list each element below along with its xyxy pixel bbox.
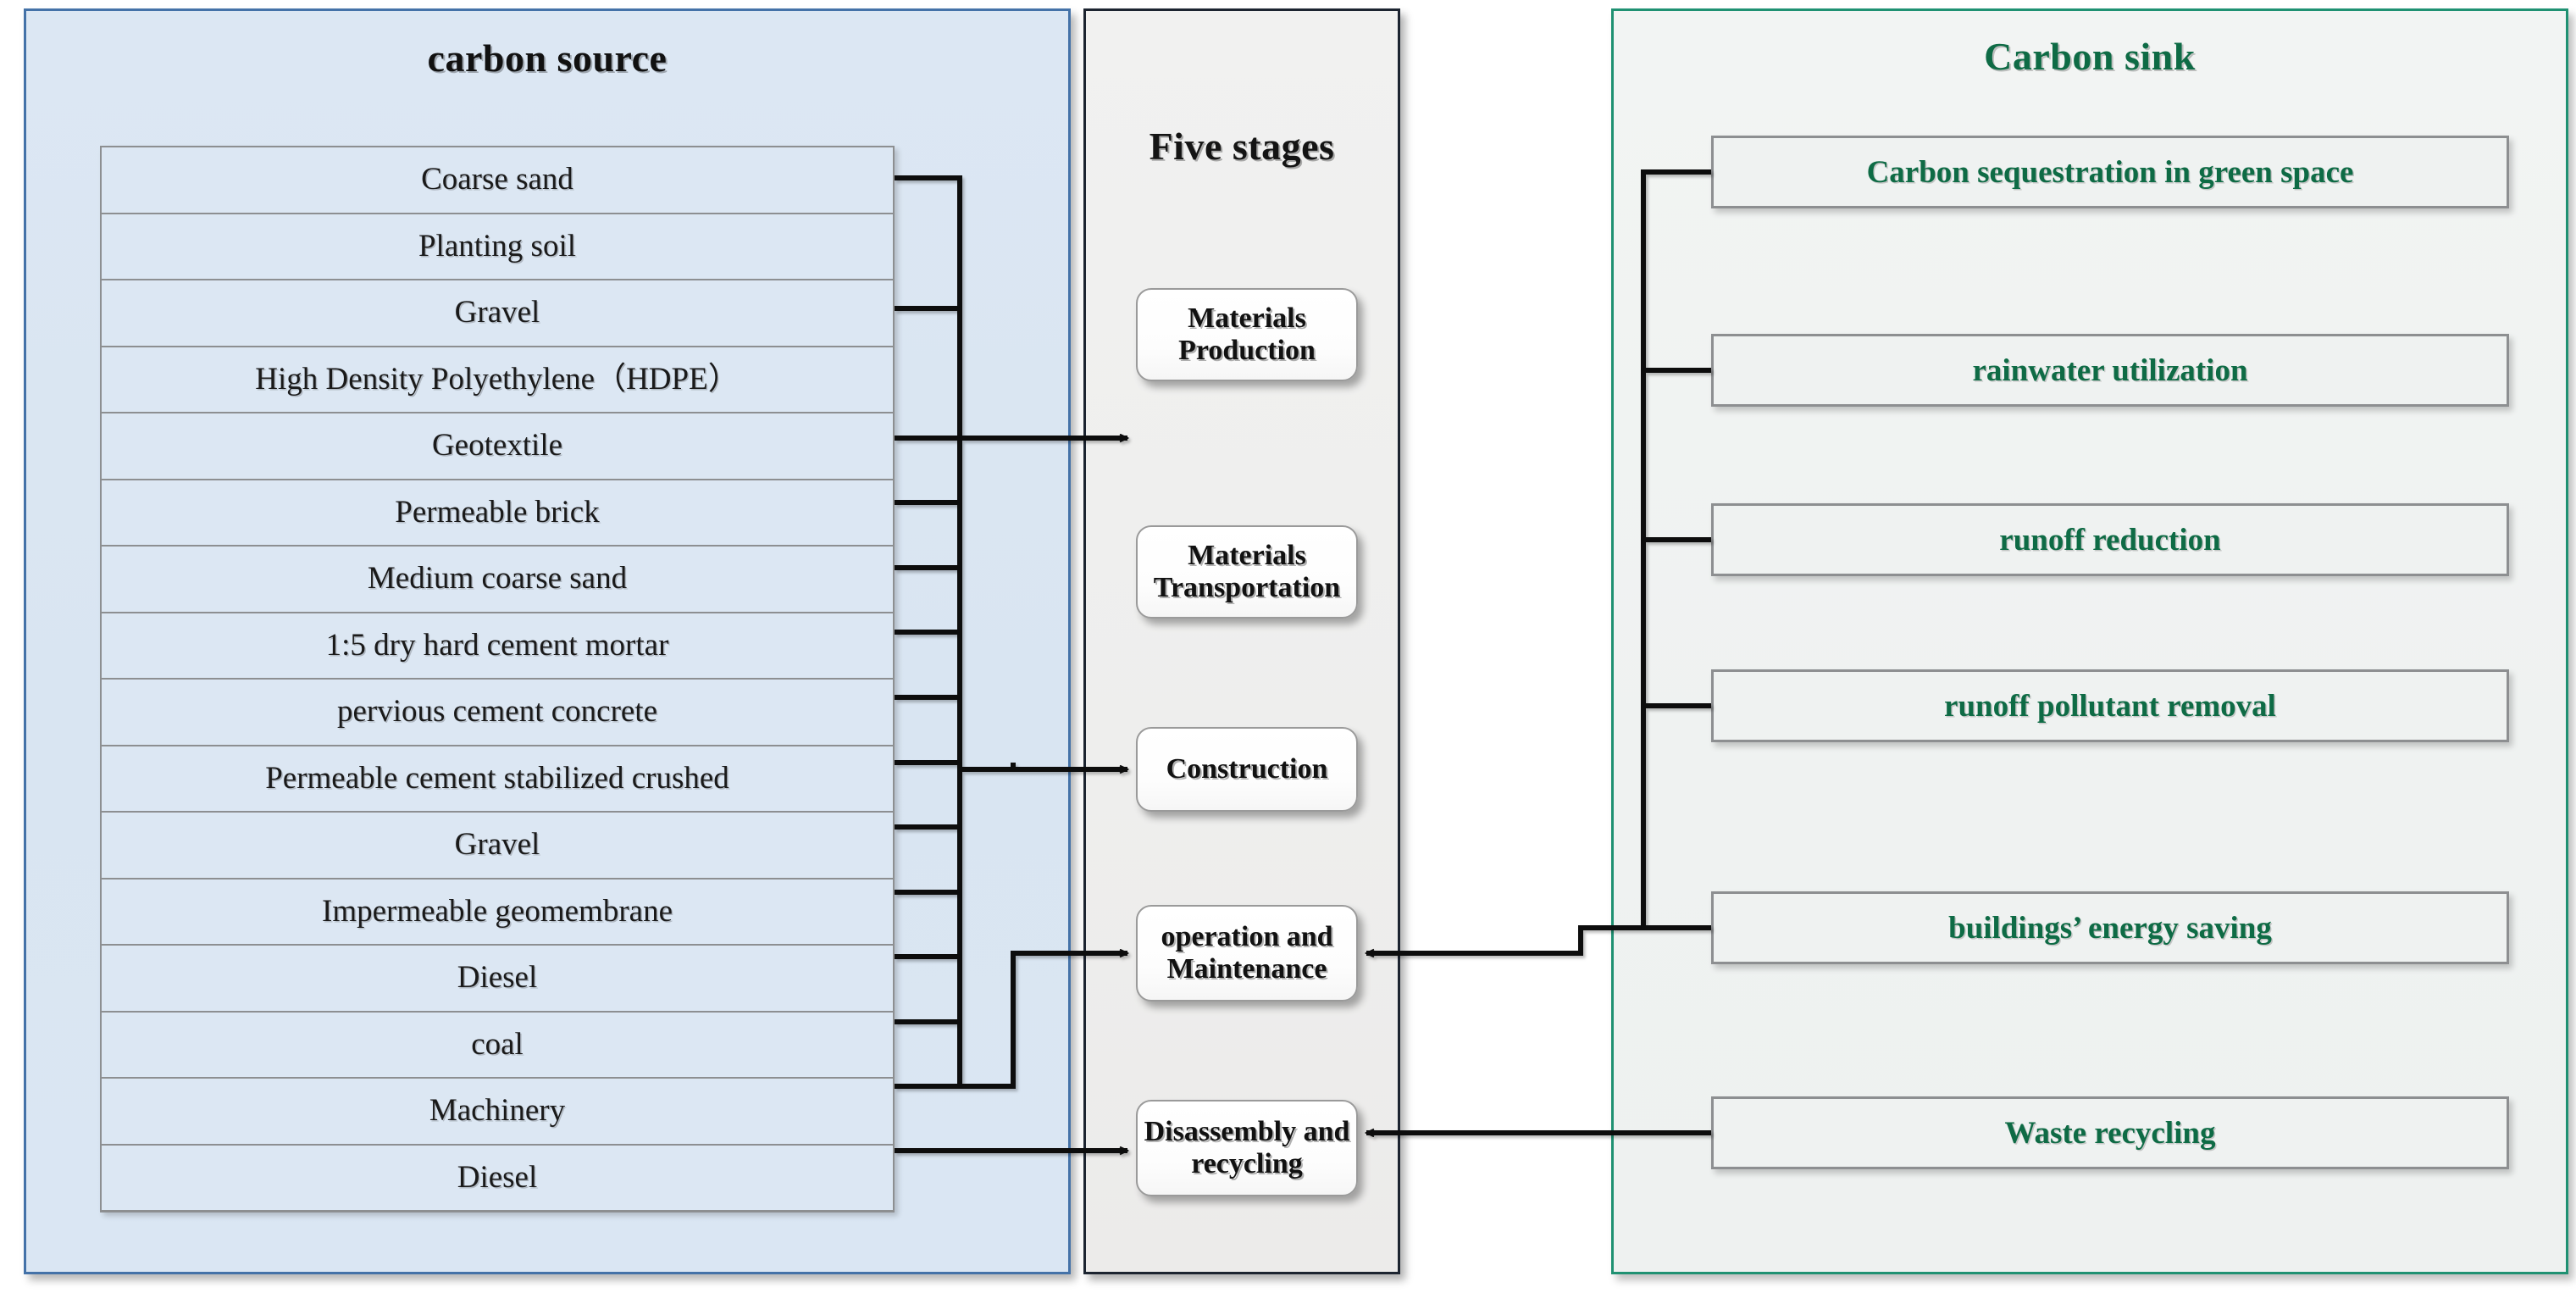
sink-box-runoff-reduction[interactable]: runoff reduction — [1711, 503, 2509, 576]
sink-box-carbon-sequestration[interactable]: Carbon sequestration in green space — [1711, 136, 2509, 208]
carbon-source-row[interactable]: Geotextile — [102, 413, 893, 480]
carbon-source-row[interactable]: Machinery — [102, 1079, 893, 1146]
carbon-sink-panel — [1611, 8, 2568, 1274]
wire-arrow-sink-to-operation — [1366, 925, 1643, 953]
carbon-source-row[interactable]: Permeable brick — [102, 480, 893, 547]
five-stages-title: Five stages — [1149, 125, 1335, 168]
carbon-source-row[interactable]: Impermeable geomembrane — [102, 879, 893, 946]
sink-box-runoff-pollutant-removal[interactable]: runoff pollutant removal — [1711, 669, 2509, 742]
carbon-source-row[interactable]: High Density Polyethylene（HDPE） — [102, 347, 893, 413]
carbon-source-row[interactable]: Diesel — [102, 1145, 893, 1210]
carbon-source-row[interactable]: Diesel — [102, 946, 893, 1013]
carbon-source-row[interactable]: Gravel — [102, 813, 893, 880]
carbon-source-title: carbon source — [427, 36, 668, 80]
carbon-source-row[interactable]: Permeable cement stabilized crushed — [102, 746, 893, 813]
carbon-source-row[interactable]: pervious cement concrete — [102, 680, 893, 746]
carbon-source-row[interactable]: Medium coarse sand — [102, 547, 893, 613]
five-stages-panel — [1083, 8, 1400, 1274]
carbon-source-row[interactable]: 1:5 dry hard cement mortar — [102, 613, 893, 680]
carbon-source-table: Coarse sand Planting soil Gravel High De… — [100, 146, 895, 1212]
sink-box-waste-recycling[interactable]: Waste recycling — [1711, 1096, 2509, 1169]
carbon-source-row[interactable]: Gravel — [102, 280, 893, 347]
carbon-source-row[interactable]: Planting soil — [102, 214, 893, 280]
carbon-source-row[interactable]: Coarse sand — [102, 147, 893, 214]
sink-box-rainwater-utilization[interactable]: rainwater utilization — [1711, 334, 2509, 407]
carbon-sink-title: Carbon sink — [1984, 35, 2196, 78]
carbon-source-row[interactable]: coal — [102, 1012, 893, 1079]
stage-box-construction[interactable]: Construction — [1136, 727, 1358, 812]
sink-box-buildings-energy-saving[interactable]: buildings’ energy saving — [1711, 891, 2509, 964]
